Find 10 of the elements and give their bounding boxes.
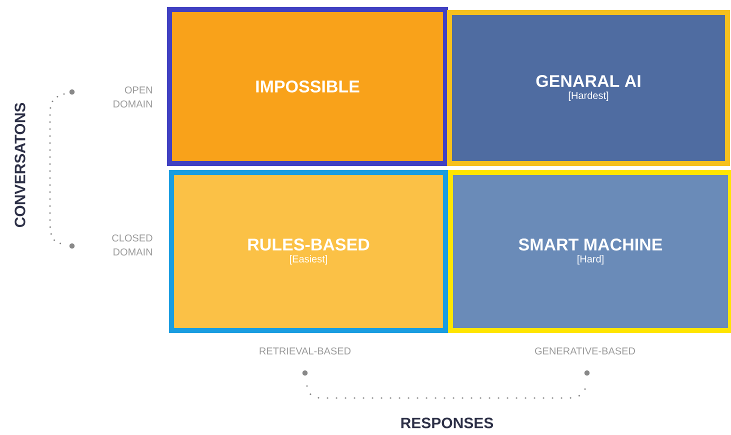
column-label: RETRIEVAL-BASED: [260, 347, 351, 355]
quadrant-box: GENARAL AI [Hardest]: [447, 10, 730, 166]
row-label: OPEN DOMAIN: [114, 86, 152, 108]
quadrant-box: RULES-BASED [Easiest]: [169, 170, 448, 333]
column-label: GENERATIVE-BASED: [535, 347, 635, 355]
quadrant-box: IMPOSSIBLE: [167, 7, 448, 166]
quadrant-box: SMART MACHINE [Hard]: [448, 170, 731, 333]
row-label: CLOSED DOMAIN: [112, 234, 152, 256]
axis-title: RESPONSES: [401, 418, 494, 428]
axis-title: CONVERSATONS: [14, 102, 26, 228]
